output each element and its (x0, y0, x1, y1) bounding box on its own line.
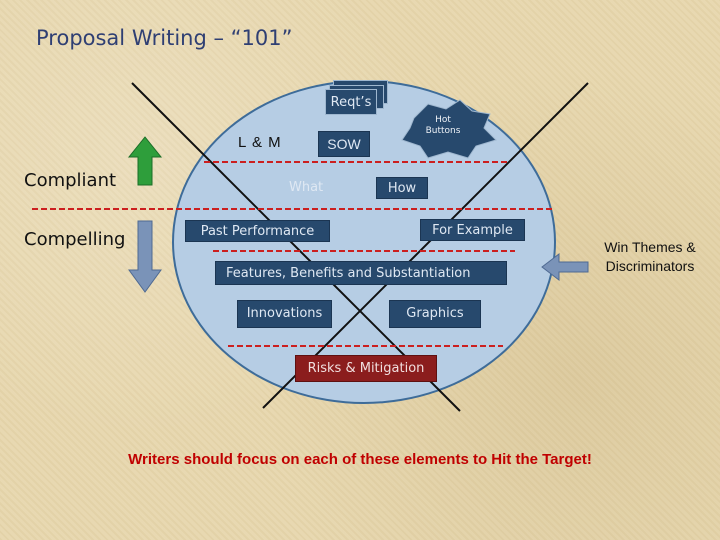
hot-buttons-starburst-icon (401, 99, 497, 159)
reqt-box: Reqt’s (325, 89, 377, 115)
for-example-box: For Example (420, 219, 525, 241)
innovations-box: Innovations (237, 300, 332, 328)
sow-box: SOW (318, 131, 370, 157)
past-performance-box: Past Performance (185, 220, 330, 242)
cross-line-right (262, 82, 589, 409)
compliant-label: Compliant (24, 170, 117, 191)
what-label: What (289, 180, 324, 195)
page-title: Proposal Writing – “101” (36, 26, 293, 50)
green-up-arrow-icon (127, 136, 163, 186)
features-box: Features, Benefits and Substantiation (215, 261, 507, 285)
blue-down-arrow-icon (128, 220, 162, 293)
compelling-label: Compelling (24, 229, 126, 250)
hot-buttons-label: Hot Buttons (425, 115, 461, 136)
risks-mitigation-box: Risks & Mitigation (295, 355, 437, 382)
left-arrow-icon (541, 252, 589, 282)
lm-label: L & M (238, 134, 282, 151)
graphics-box: Graphics (389, 300, 481, 328)
footer-message: Writers should focus on each of these el… (128, 451, 592, 468)
how-box: How (376, 177, 428, 199)
win-themes-label: Win Themes & Discriminators (604, 239, 696, 274)
